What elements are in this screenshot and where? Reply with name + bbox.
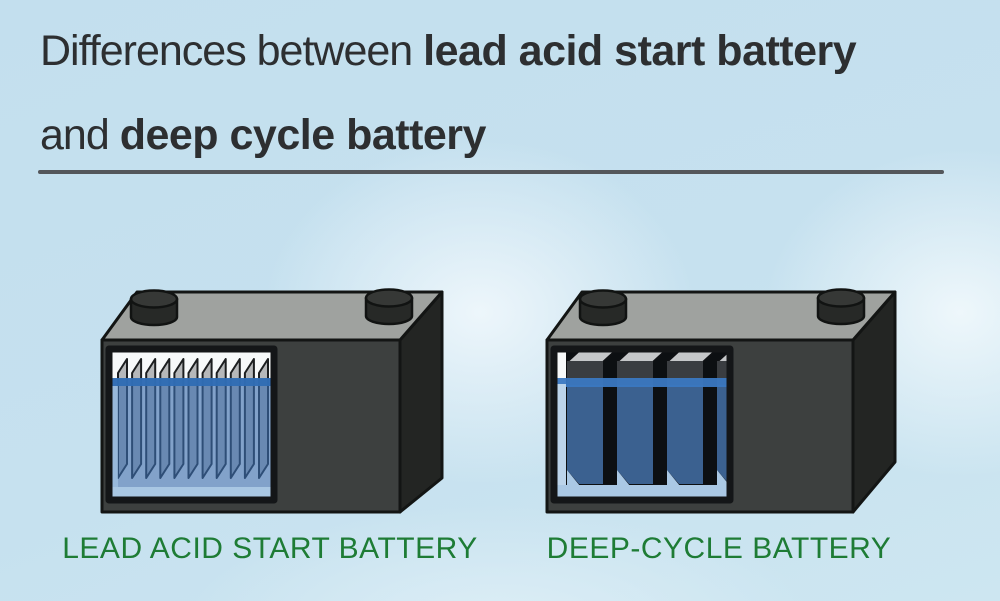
cell-bottom-strip — [557, 485, 727, 497]
title-line2-regular: and — [40, 111, 120, 159]
title-line2-bold: deep cycle battery — [119, 111, 487, 159]
title-line-1: Differences between lead acid start batt… — [40, 27, 857, 75]
title-line1-regular: Differences between — [40, 27, 424, 75]
electrolyte-liquid — [112, 379, 271, 497]
electrolyte-surface-line — [557, 378, 727, 387]
cell-bottom-strip — [112, 487, 271, 497]
negative-terminal — [578, 289, 628, 327]
plate-bottom-notches — [567, 470, 727, 486]
electrolyte-surface-line — [112, 378, 271, 386]
lead-acid-start-battery-illustration — [100, 288, 444, 514]
positive-terminal — [816, 288, 866, 326]
cell-left-wall — [112, 386, 118, 497]
title-line-2: and deep cycle battery — [40, 114, 486, 157]
title-divider — [38, 170, 944, 174]
cutaway-window-frame — [105, 345, 278, 504]
deep-cycle-battery-illustration — [545, 288, 897, 514]
deep-cycle-battery-caption: DEEP-CYCLE BATTERY — [546, 532, 892, 565]
title-line1-bold: lead acid start battery — [423, 27, 857, 75]
cutaway-window-frame — [550, 345, 734, 504]
positive-terminal — [364, 288, 414, 326]
negative-terminal — [129, 289, 179, 327]
cell-left-wall — [557, 384, 566, 497]
lead-acid-start-battery-caption: LEAD ACID START BATTERY — [62, 532, 478, 565]
